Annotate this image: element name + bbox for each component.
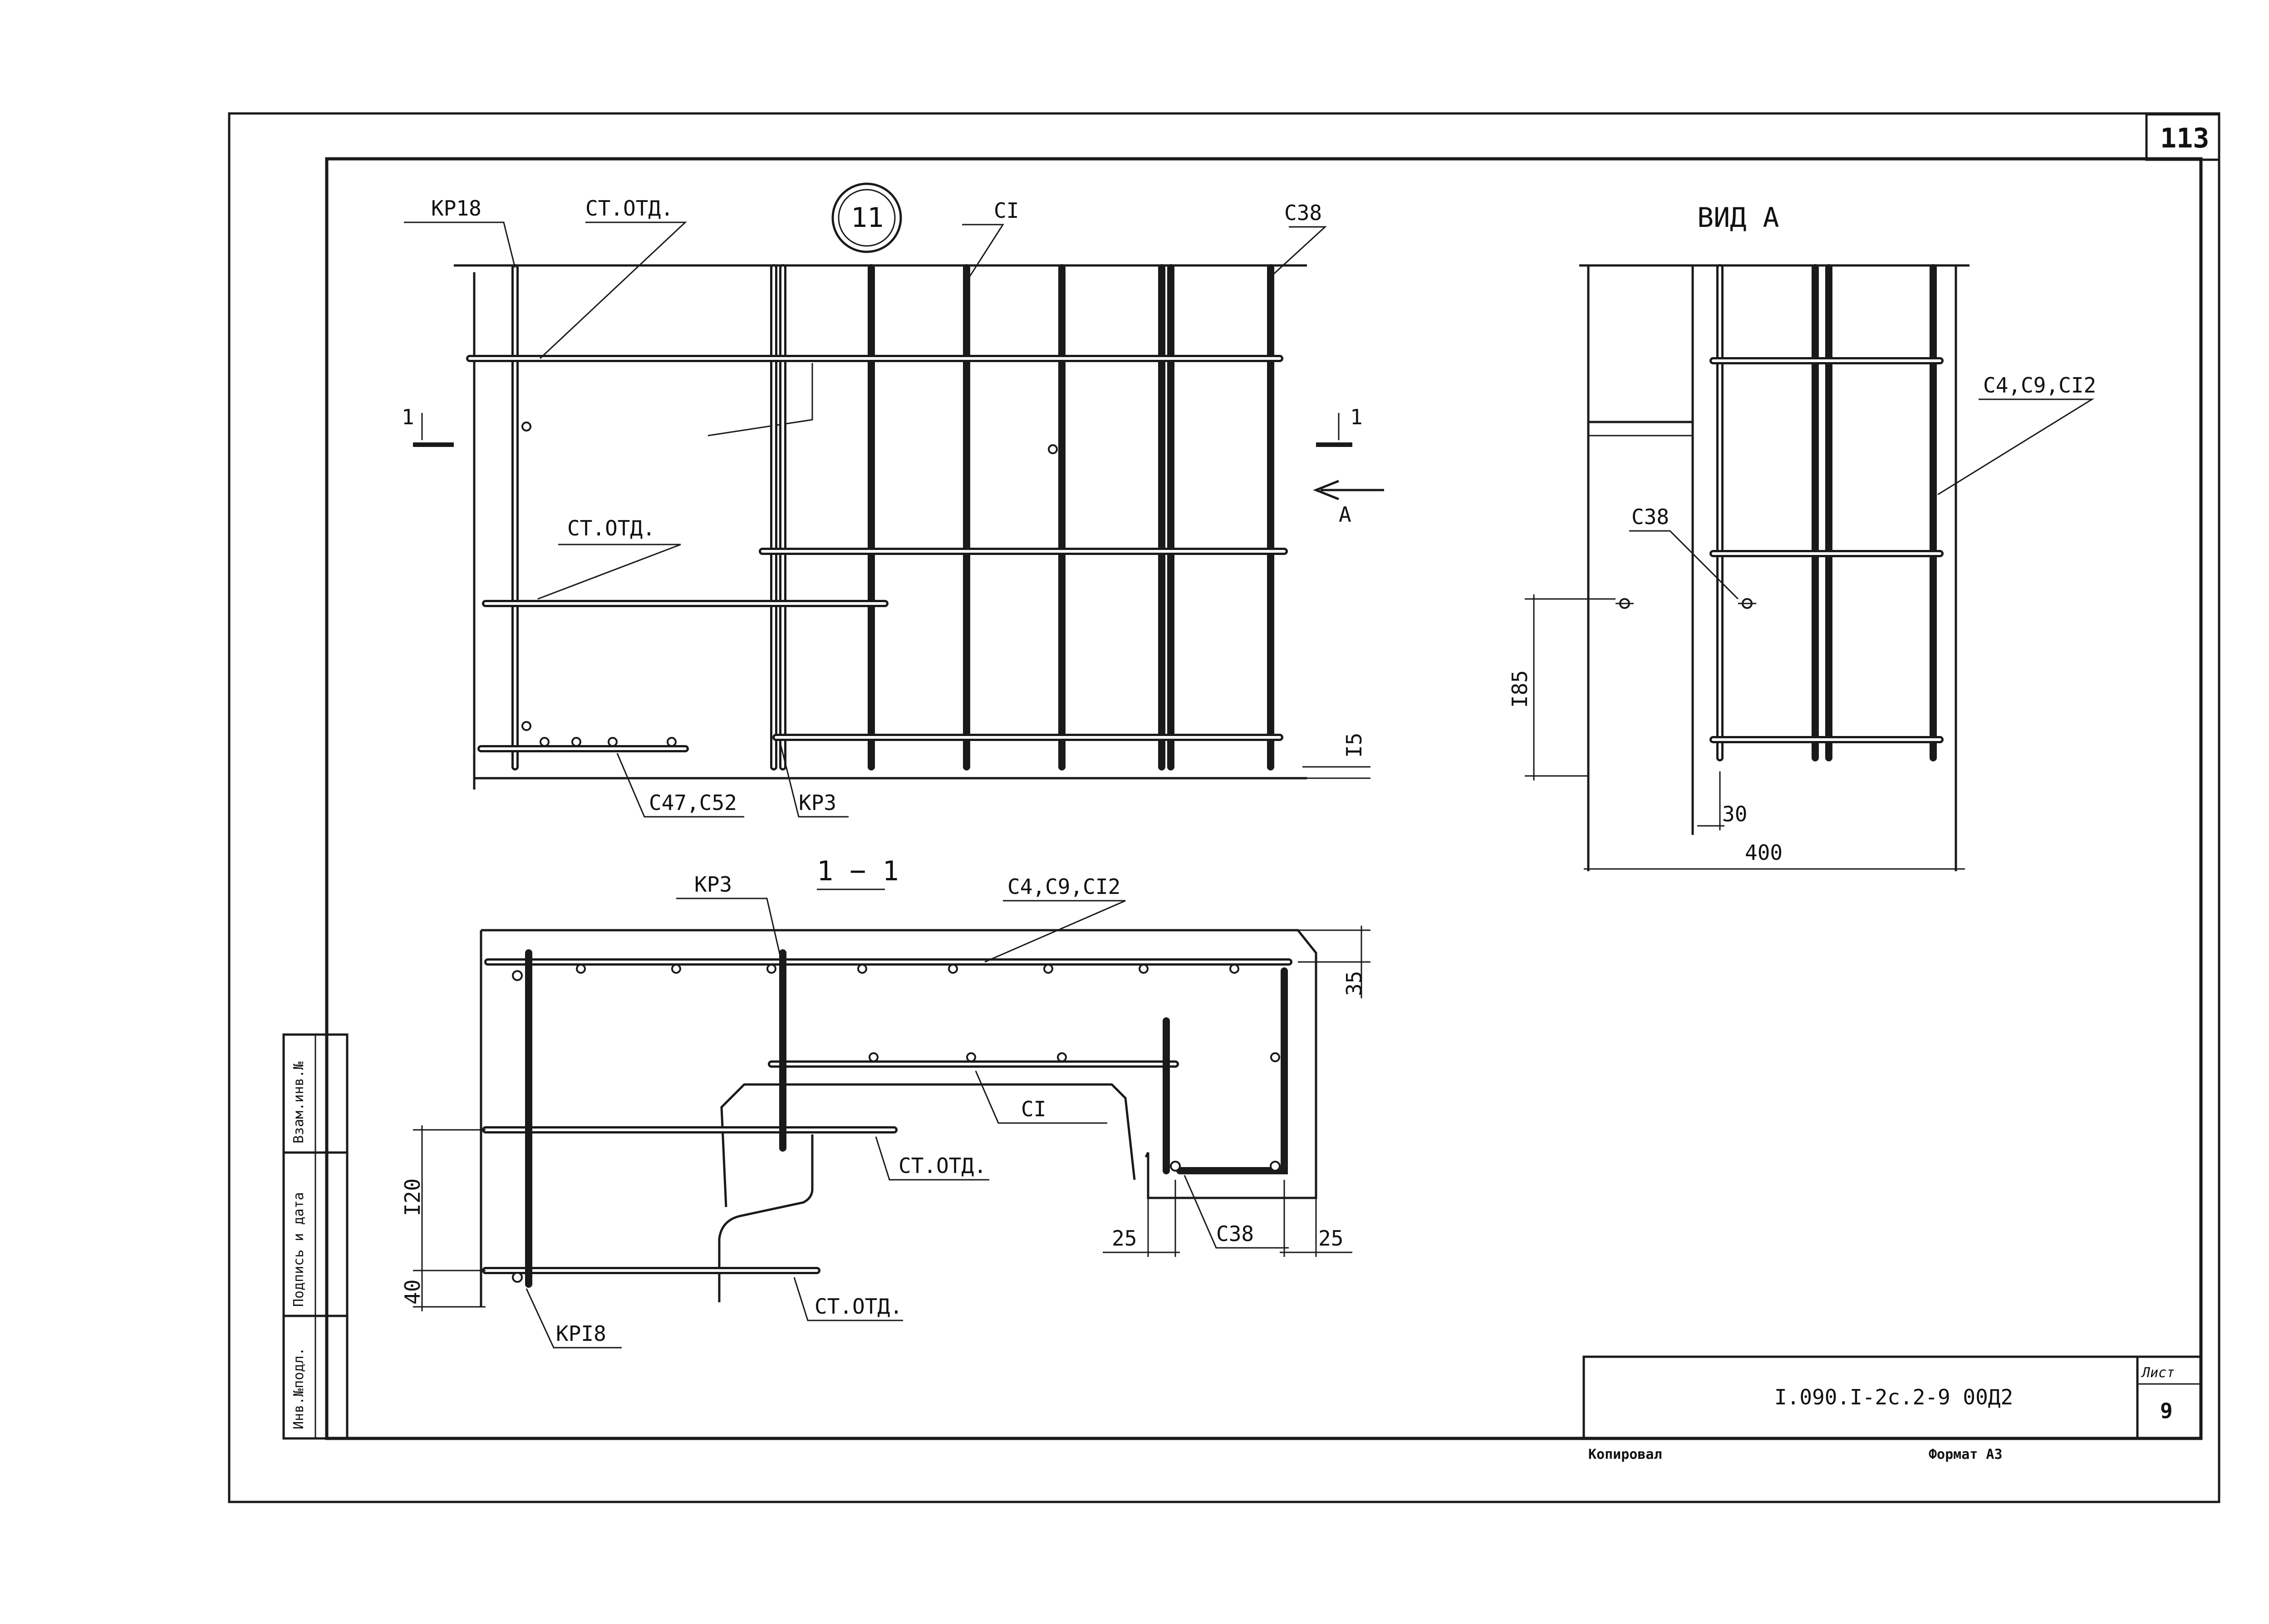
title-block: I.090.I-2c.2-9 00Д2 Лист 9 Копировал Фор…: [1582, 1355, 2202, 1462]
dim-25-right: 25: [1318, 1226, 1343, 1251]
stamp-col-replace: Взам.инв.№: [291, 1061, 307, 1143]
label-st-otd-top: СТ.ОТД.: [585, 196, 673, 221]
section-label-c38: С38: [1216, 1222, 1254, 1246]
view-a-title: ВИД А: [1697, 202, 1779, 234]
copied-label: Копировал: [1588, 1447, 1662, 1462]
section-mark-right: 1: [1350, 405, 1363, 429]
label-kr3-bottom: КР3: [799, 790, 836, 815]
sheet-frame: 113: [228, 112, 2220, 1503]
dim-25-left: 25: [1112, 1226, 1137, 1251]
side-stamp: Инв.№подл. Подпись и дата Взам.инв.№: [282, 1033, 349, 1440]
view-a-label-c4-c9-c12: С4,С9,СI2: [1983, 373, 2096, 397]
label-kr18-top: КР18: [431, 196, 481, 221]
list-label: Лист: [2141, 1365, 2175, 1381]
format-label: Формат А3: [1929, 1447, 2003, 1462]
section-label-kr18: КРI8: [556, 1321, 606, 1346]
detail-marker-number: 11: [851, 202, 884, 234]
section-title: 1 − 1: [817, 855, 899, 887]
dim-120: I20: [400, 1178, 425, 1216]
stamp-col-inv: Инв.№подл.: [291, 1347, 307, 1429]
label-c47-c52: С47,С52: [649, 790, 737, 815]
list-number: 9: [2160, 1398, 2173, 1423]
section-1-1: 1 − 1: [400, 855, 1370, 1349]
dim-40: 40: [400, 1280, 425, 1305]
section-mark-left: 1: [402, 405, 414, 429]
stamp-col-sign: Подпись и дата: [291, 1192, 307, 1307]
vertical-rods: [511, 264, 1274, 770]
section-label-st-otd-2: СТ.ОТД.: [815, 1294, 903, 1319]
main-view: КР18 СТ.ОТД. СI С38 СТ.ОТД. С47,С52 КР3 …: [402, 182, 1384, 818]
dim-400: 400: [1745, 840, 1783, 865]
dim-15: I5: [1342, 733, 1366, 758]
dim-30: 30: [1722, 802, 1747, 826]
dim-35: 35: [1342, 971, 1366, 996]
section-label-st-otd-1: СТ.ОТД.: [899, 1153, 987, 1178]
view-a-label-c38: С38: [1631, 505, 1669, 529]
sheet-number-top: 113: [2160, 123, 2209, 154]
view-arrow-label: А: [1339, 502, 1351, 527]
section-label-c4-c9-c12: С4,С9,СI2: [1007, 874, 1120, 899]
detail-marker-circle: [831, 182, 902, 253]
dim-185: I85: [1508, 670, 1532, 708]
doc-code: I.090.I-2c.2-9 00Д2: [1774, 1385, 2013, 1409]
horizontal-rods: [466, 355, 1288, 752]
label-st-otd-mid: СТ.ОТД.: [567, 516, 655, 540]
view-a: ВИД А С4,С9,СI2 С38 I85: [1508, 202, 2096, 871]
label-c38-top: С38: [1284, 201, 1322, 225]
section-label-c1: СI: [1021, 1097, 1046, 1121]
section-label-kr3: КР3: [694, 872, 732, 897]
rod-sections: [521, 422, 1058, 747]
label-c1-top: СI: [994, 198, 1019, 223]
